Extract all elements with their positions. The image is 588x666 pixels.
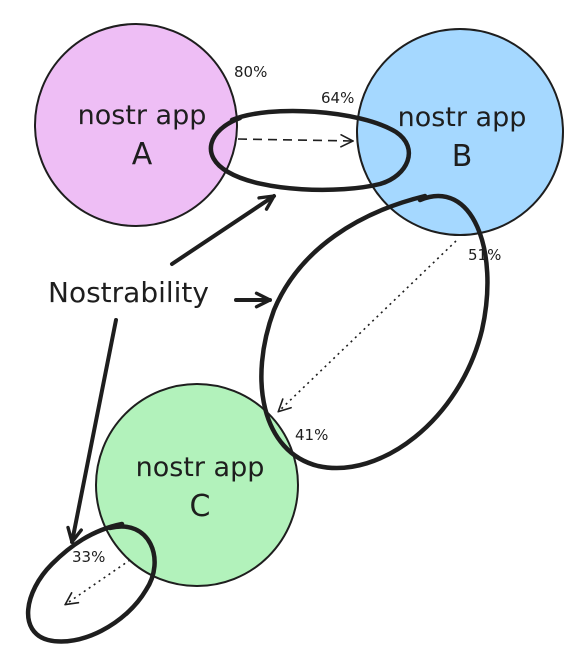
nostrability-label: Nostrability [48, 276, 209, 309]
app-b-letter: B [452, 139, 473, 174]
app-c-letter: C [190, 489, 211, 524]
app-b-circle [356, 28, 564, 236]
interop-arrow-a-to-b [237, 139, 352, 141]
app-a-title: nostr app [78, 100, 207, 131]
overlap-ellipse-b-c [259, 193, 490, 471]
interop-arrow-b-to-c [279, 240, 457, 411]
interop-arrow-c-outward [66, 559, 131, 604]
app-b-title: nostr app [398, 102, 527, 133]
pct-c-share-from-b: 41% [295, 426, 328, 444]
overlap-ellipse-c-outward [25, 521, 157, 644]
app-c-title: nostr app [136, 452, 265, 483]
overlap-ellipse-a-b [208, 108, 412, 193]
pct-c-share-outward: 33% [72, 548, 105, 566]
pointer-arrow-to-c-outward [66, 318, 118, 544]
pct-b-share-to-c: 51% [468, 246, 501, 264]
pointer-arrow-to-a-b [170, 194, 276, 266]
pct-a-share: 80% [234, 63, 267, 81]
pct-b-share-from-a: 64% [321, 89, 354, 107]
app-a-circle [34, 23, 238, 227]
app-a-letter: A [132, 137, 153, 172]
